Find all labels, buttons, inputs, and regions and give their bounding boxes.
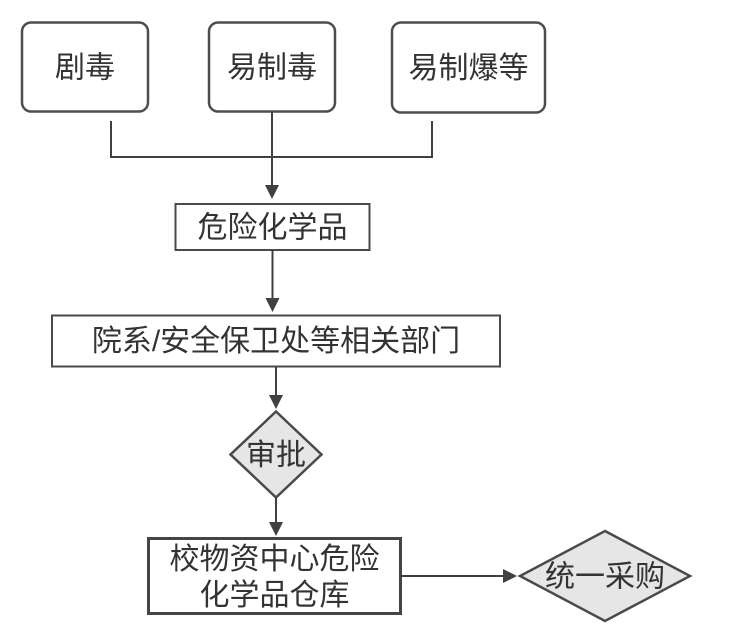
node-precursor-explosive-label: 易制爆等	[409, 52, 529, 85]
node-warehouse-label-line2: 化学品仓库	[200, 579, 350, 612]
node-toxic-shape	[20, 21, 150, 113]
decision-approval-label: 审批	[246, 439, 306, 472]
node-departments-shape	[51, 314, 501, 368]
node-hazardous-chemicals-shape	[174, 203, 371, 251]
node-toxic: 剧毒	[20, 21, 150, 113]
node-warehouse: 校物资中心危险 化学品仓库	[147, 537, 402, 615]
node-warehouse-shape	[147, 537, 402, 615]
arrowhead-to-departments	[265, 298, 280, 312]
node-precursor-explosive-shape	[390, 21, 547, 114]
node-precursor-drug-label: 易制毒	[227, 52, 317, 85]
arrowhead-to-approval	[269, 395, 283, 409]
node-precursor-explosive: 易制爆等	[390, 21, 547, 114]
node-precursor-drug-shape	[207, 21, 337, 113]
arrowhead-to-procurement	[503, 569, 517, 583]
arrowhead-to-warehouse	[269, 522, 283, 536]
node-precursor-drug: 易制毒	[207, 21, 337, 113]
decision-procurement-shape	[517, 529, 693, 623]
node-warehouse-label-line1: 校物资中心危险	[170, 543, 380, 576]
node-hazardous-chemicals-label: 危险化学品	[198, 212, 348, 245]
node-toxic-label: 剧毒	[55, 52, 115, 85]
decision-approval: 审批	[228, 409, 324, 500]
node-departments-label: 院系/安全保卫处等相关部门	[92, 325, 460, 358]
node-hazardous-chemicals: 危险化学品	[174, 203, 371, 251]
decision-procurement-label: 统一采购	[545, 561, 665, 594]
node-departments: 院系/安全保卫处等相关部门	[51, 314, 501, 368]
decision-procurement: 统一采购	[517, 529, 693, 623]
arrowhead-to-hazardous-chemicals	[265, 185, 279, 199]
